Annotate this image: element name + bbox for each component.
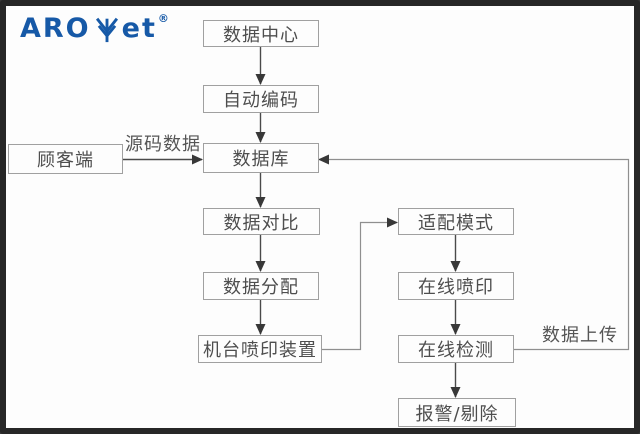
node-adaptation-mode: 适配模式 (398, 208, 514, 235)
edge-label-data-upload: 数据上传 (542, 325, 618, 346)
node-alarm-reject: 报警/剔除 (398, 398, 516, 427)
node-online-printing: 在线喷印 (398, 272, 514, 300)
wire-detection-database-feedback (318, 154, 630, 351)
edge-label-source-code-data: 源码数据 (125, 134, 201, 155)
node-database: 数据库 (203, 143, 319, 173)
node-data-distribution: 数据分配 (203, 272, 319, 300)
registered-mark-icon: ® (157, 12, 169, 25)
node-data-comparison: 数据对比 (203, 208, 320, 235)
node-data-center: 数据中心 (203, 20, 319, 47)
logo-text-aro: ARO (20, 13, 91, 44)
node-machine-print-device: 机台喷印装置 (198, 335, 322, 363)
node-customer-side: 顾客端 (8, 144, 123, 174)
logo-text-et: et (121, 13, 157, 44)
node-online-detection: 在线检测 (398, 335, 514, 363)
brand-logo: ARO et ® (20, 12, 169, 46)
wire-machine-adaptation (322, 217, 398, 351)
leaf-icon (94, 16, 120, 46)
connector-lines (123, 47, 630, 398)
node-auto-encoding: 自动编码 (203, 85, 319, 113)
